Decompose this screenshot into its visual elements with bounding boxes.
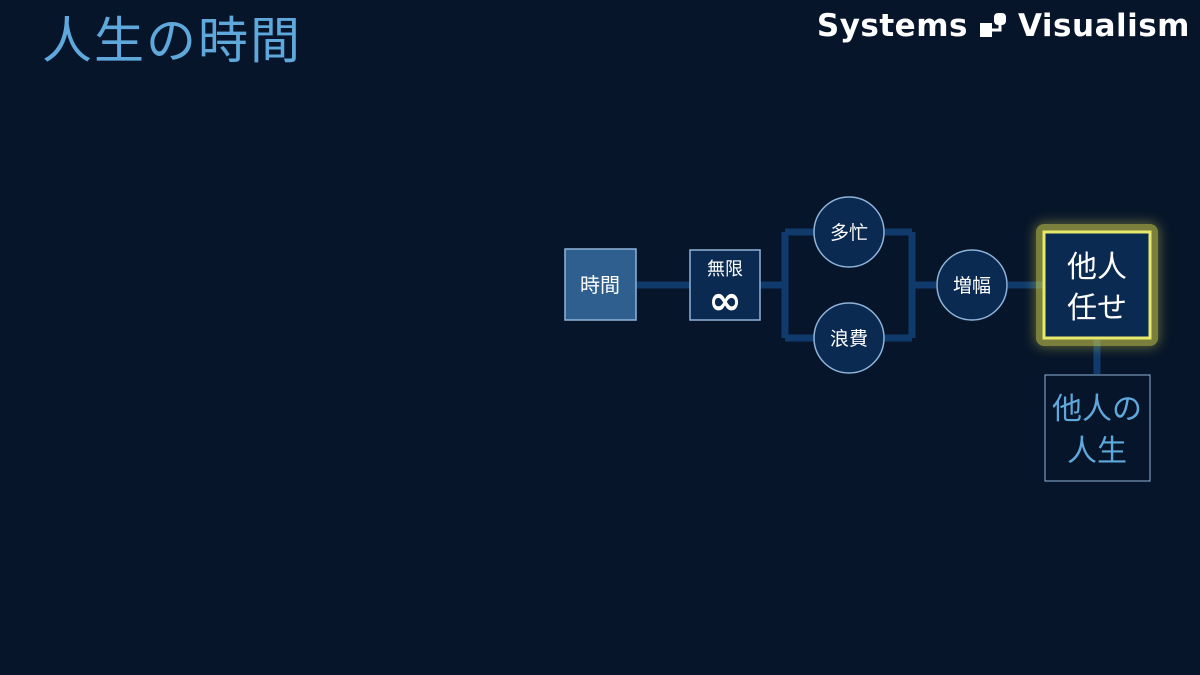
- node-life-line1: 他人の: [1052, 392, 1142, 427]
- node-amplify-label: 増幅: [953, 275, 991, 297]
- brand-text-left: Systems: [816, 8, 968, 44]
- node-others-line1: 他人: [1067, 250, 1127, 285]
- node-time-label: 時間: [580, 273, 620, 297]
- node-amplify: 増幅: [936, 249, 1008, 321]
- node-others-line2: 任せ: [1067, 291, 1127, 326]
- infinity-icon: ∞: [708, 278, 741, 324]
- node-busy-label: 多忙: [830, 222, 868, 244]
- node-others-life: 他人の 人生: [1044, 374, 1151, 482]
- brand-logo: Systems Visualism: [817, 6, 1190, 46]
- node-time: 時間: [564, 248, 637, 321]
- node-waste: 浪費: [813, 302, 885, 374]
- node-life-line2: 人生: [1067, 434, 1127, 469]
- node-busy: 多忙: [813, 196, 885, 268]
- node-others: 他人 任せ: [1036, 224, 1158, 346]
- brand-text-right: Visualism: [1017, 8, 1190, 44]
- systems-logo-icon: [978, 11, 1008, 41]
- node-waste-label: 浪費: [830, 328, 868, 350]
- node-infinite: 無限 ∞: [689, 249, 761, 324]
- page-title: 人生の時間: [42, 12, 302, 70]
- node-infinite-label: 無限: [707, 259, 743, 280]
